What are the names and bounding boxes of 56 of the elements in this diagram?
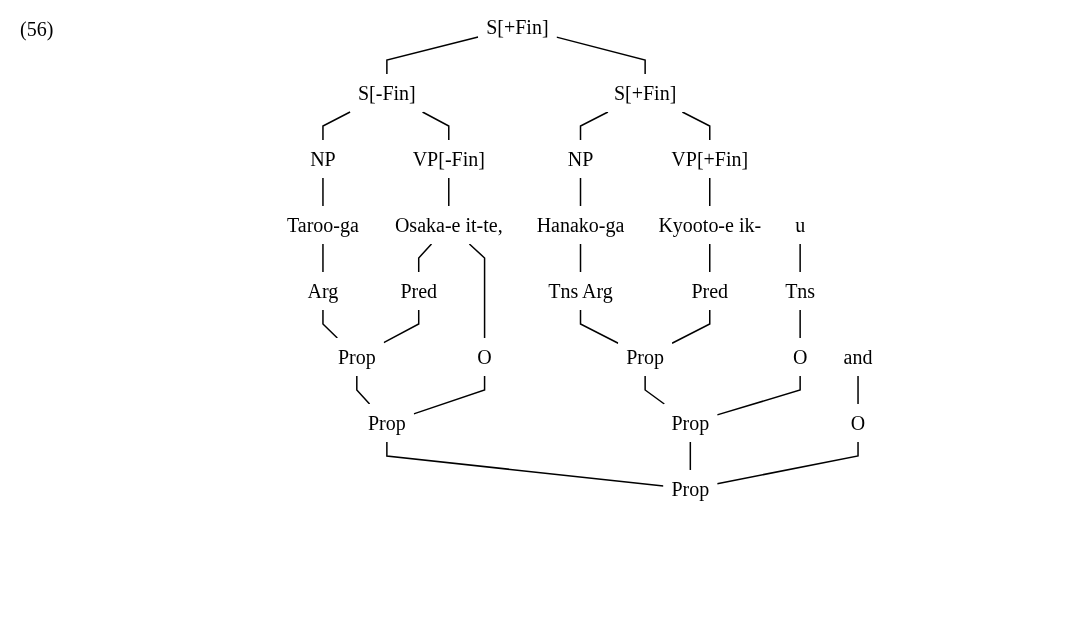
node-text: S[+Fin] bbox=[614, 82, 677, 104]
connector bbox=[448, 177, 450, 207]
node-text: Prop bbox=[626, 345, 665, 368]
connector bbox=[322, 243, 324, 273]
node-text: u bbox=[795, 213, 806, 236]
connector bbox=[716, 441, 860, 485]
connector bbox=[418, 243, 433, 273]
connector bbox=[689, 441, 692, 471]
node-text: Tns Arg bbox=[548, 279, 614, 302]
connector bbox=[580, 309, 620, 344]
node-text: Kyooto-e ik- bbox=[658, 213, 762, 236]
connector bbox=[422, 111, 450, 141]
connector bbox=[556, 36, 647, 75]
connector bbox=[322, 111, 352, 141]
connector bbox=[386, 36, 480, 75]
connector bbox=[671, 309, 711, 344]
node-text: Prop bbox=[338, 345, 376, 368]
node-text: Taroo-ga bbox=[287, 213, 360, 236]
node-text: Prop bbox=[671, 477, 710, 500]
connector bbox=[799, 309, 802, 339]
node-text: and bbox=[843, 345, 873, 368]
connector bbox=[383, 309, 420, 344]
example-number: (56) bbox=[20, 18, 54, 40]
node-text: S[-Fin] bbox=[358, 82, 417, 104]
connector bbox=[386, 441, 665, 487]
connector bbox=[468, 243, 486, 339]
node-text: Pred bbox=[400, 279, 438, 302]
connector bbox=[580, 177, 582, 207]
connector bbox=[580, 111, 609, 141]
node-text: O bbox=[477, 345, 493, 368]
connector bbox=[681, 111, 711, 141]
node-text: NP bbox=[310, 148, 336, 170]
connector bbox=[709, 243, 711, 273]
node-text: Tns bbox=[785, 279, 816, 302]
connector bbox=[716, 375, 802, 416]
node-text: S[+Fin] bbox=[486, 16, 549, 38]
node-text: VP[+Fin] bbox=[671, 148, 749, 170]
node-text: Prop bbox=[671, 411, 710, 434]
connector bbox=[322, 309, 339, 339]
node-text: VP[-Fin] bbox=[412, 148, 486, 170]
connector bbox=[644, 375, 666, 405]
node-text: Prop bbox=[368, 411, 407, 434]
connector bbox=[580, 243, 582, 273]
connector bbox=[322, 177, 324, 207]
node-text: Arg bbox=[307, 279, 339, 302]
node-text: Pred bbox=[691, 279, 729, 302]
connector bbox=[356, 375, 371, 405]
connector bbox=[413, 375, 486, 415]
node-text: O bbox=[851, 411, 866, 434]
connector bbox=[799, 243, 802, 273]
node-text: Hanako-ga bbox=[536, 213, 625, 236]
node-text: Osaka-e it-te, bbox=[395, 213, 503, 236]
connector bbox=[709, 177, 711, 207]
node-text: NP bbox=[567, 148, 594, 170]
node-text: O bbox=[793, 345, 808, 368]
connector bbox=[857, 375, 860, 405]
